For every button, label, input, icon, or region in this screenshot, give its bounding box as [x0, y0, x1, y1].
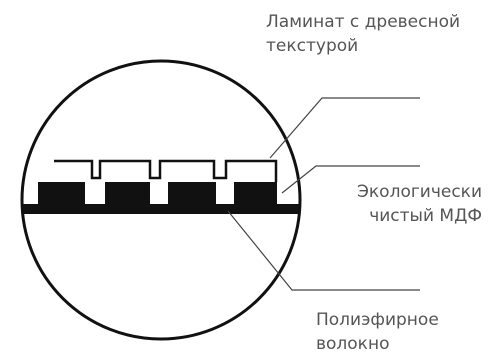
callout-mdf-line2: чистый МДФ — [369, 206, 482, 226]
laminate-leader-line — [269, 97, 420, 159]
mdf-leader-line — [281, 165, 420, 194]
callout-laminate: Ламинат с древесной текстурой — [266, 10, 460, 58]
laminate-layer-line — [54, 159, 278, 182]
callout-laminate-line1: Ламинат с древесной — [266, 12, 461, 32]
magnifier-circle — [20, 59, 302, 341]
callout-mdf-line1: Экологически — [357, 182, 482, 202]
mdf-block — [168, 182, 216, 205]
callout-mdf: Экологически чистый МДФ — [330, 180, 482, 228]
callout-laminate-line2: текстурой — [266, 36, 359, 56]
mdf-block — [234, 182, 277, 205]
callout-fiber-line2: волокно — [316, 334, 390, 354]
callout-fiber-line1: Полиэфирное — [316, 310, 439, 330]
mdf-block — [38, 182, 85, 205]
callout-fiber: Полиэфирное волокно — [316, 308, 439, 356]
fiber-leader-line — [227, 210, 420, 291]
layer-stack — [22, 159, 300, 214]
mdf-block — [105, 182, 150, 205]
polyester-fiber-layer — [22, 204, 300, 214]
